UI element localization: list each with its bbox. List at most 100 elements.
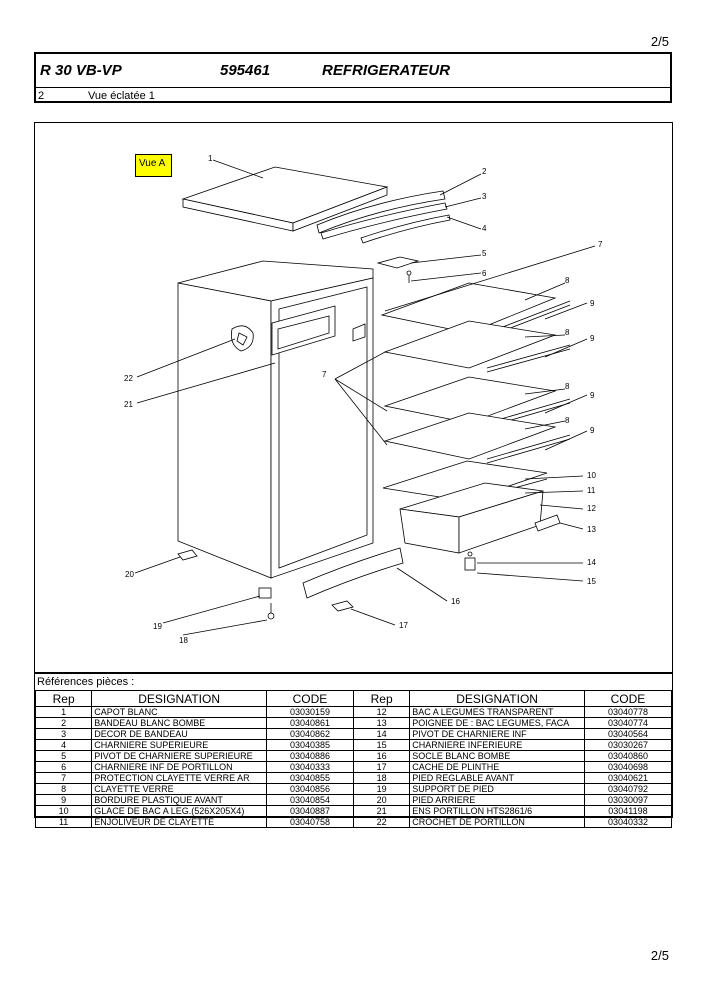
cell-designation: CHARNIERE INF DE PORTILLON (91, 761, 267, 773)
cell-designation: DECOR DE BANDEAU (91, 728, 267, 740)
cell-code: 03040887 (265, 805, 355, 817)
cell-rep: 6 (34, 761, 93, 773)
product-title: REFRIGERATEUR (322, 62, 451, 79)
cell-rep: 3 (34, 728, 93, 740)
cell-rep-2: 20 (352, 794, 411, 806)
cell-rep-2: 16 (352, 750, 411, 762)
cell-designation: CLAYETTE VERRE (91, 783, 267, 795)
parts-reference-section: Références pièces : Rep DESIGNATION CODE… (34, 673, 673, 828)
cell-code: 03040862 (265, 728, 355, 740)
svg-text:7: 7 (322, 370, 327, 379)
cell-designation: CAPOT BLANC (91, 706, 267, 718)
cell-designation: GLACE DE BAC A LEG.(526X205X4) (91, 805, 267, 817)
cell-code: 03040333 (265, 761, 355, 773)
parts-table: Rep DESIGNATION CODE Rep DESIGNATION COD… (34, 690, 673, 828)
svg-text:13: 13 (587, 525, 596, 534)
cell-designation-2: POIGNEE DE : BAC LEGUMES, FACA (409, 717, 585, 729)
view-a-label: Vue A (135, 154, 172, 177)
col-header-rep-2: Rep (352, 690, 411, 707)
svg-text:9: 9 (590, 426, 595, 435)
svg-text:9: 9 (590, 299, 595, 308)
svg-text:15: 15 (587, 577, 596, 586)
svg-text:3: 3 (482, 192, 487, 201)
cell-code-2: 03040698 (583, 761, 673, 773)
product-code: 595461 (220, 62, 271, 79)
cell-designation-2: CROCHET DE PORTILLON (409, 816, 585, 828)
cell-designation-2: BAC A LEGUMES TRANSPARENT (409, 706, 585, 718)
cell-rep: 9 (34, 794, 93, 806)
cell-designation: ENJOLIVEUR DE CLAYETTE (91, 816, 267, 828)
svg-text:20: 20 (125, 570, 134, 579)
svg-text:2: 2 (482, 167, 487, 176)
svg-text:18: 18 (179, 636, 188, 645)
cell-designation: PIVOT DE CHARNIERE SUPERIEURE (91, 750, 267, 762)
cell-designation-2: PIED ARRIERE (409, 794, 585, 806)
svg-text:6: 6 (482, 269, 487, 278)
cell-code-2: 03030097 (583, 794, 673, 806)
cell-designation-2: SUPPORT DE PIED (409, 783, 585, 795)
cell-rep-2: 17 (352, 761, 411, 773)
cell-rep: 10 (34, 805, 93, 817)
svg-text:8: 8 (565, 382, 570, 391)
cell-code: 03040861 (265, 717, 355, 729)
cell-rep-2: 12 (352, 706, 411, 718)
references-title: Références pièces : (37, 676, 135, 688)
cell-code: 03040854 (265, 794, 355, 806)
page-number-top: 2/5 (650, 34, 669, 49)
cell-designation-2: CACHE DE PLINTHE (409, 761, 585, 773)
cell-rep: 1 (34, 706, 93, 718)
cell-code: 03040385 (265, 739, 355, 751)
cell-code-2: 03040564 (583, 728, 673, 740)
svg-text:12: 12 (587, 504, 596, 513)
cell-code-2: 03040778 (583, 706, 673, 718)
cell-rep-2: 21 (352, 805, 411, 817)
svg-text:21: 21 (124, 400, 133, 409)
cell-code: 03040886 (265, 750, 355, 762)
model-name: R 30 VB-VP (40, 62, 122, 79)
cell-rep: 11 (34, 816, 93, 828)
cell-rep: 8 (34, 783, 93, 795)
cell-code-2: 03040774 (583, 717, 673, 729)
cell-code: 03040855 (265, 772, 355, 784)
svg-text:14: 14 (587, 558, 596, 567)
svg-text:8: 8 (565, 416, 570, 425)
cell-designation: CHARNIERE SUPERIEURE (91, 739, 267, 751)
cell-code-2: 03041198 (583, 805, 673, 817)
cell-rep-2: 19 (352, 783, 411, 795)
exploded-view-drawing: 1 2 3 4 5 6 7 8 9 8 9 8 9 8 9 10 11 12 1… (34, 122, 673, 673)
col-header-designation-2: DESIGNATION (409, 690, 585, 707)
svg-text:5: 5 (482, 249, 487, 258)
cell-designation: BANDEAU BLANC BOMBE (91, 717, 267, 729)
cell-code: 03040758 (265, 816, 355, 828)
exploded-view-illustration: 1 2 3 4 5 6 7 8 9 8 9 8 9 8 9 10 11 12 1… (124, 154, 603, 645)
cell-code: 03040856 (265, 783, 355, 795)
cell-designation-2: PIED REGLABLE AVANT (409, 772, 585, 784)
cell-designation-2: CHARNIERE INFERIEURE (409, 739, 585, 751)
cell-rep-2: 18 (352, 772, 411, 784)
col-header-code: CODE (265, 690, 355, 707)
col-header-designation: DESIGNATION (91, 690, 267, 707)
svg-text:19: 19 (153, 622, 162, 631)
cell-code-2: 03040621 (583, 772, 673, 784)
section-number: 2 (38, 90, 45, 102)
cell-code: 03030159 (265, 706, 355, 718)
cell-rep-2: 13 (352, 717, 411, 729)
svg-text:22: 22 (124, 374, 133, 383)
cell-rep-2: 14 (352, 728, 411, 740)
cell-code-2: 03040860 (583, 750, 673, 762)
svg-text:9: 9 (590, 391, 595, 400)
cell-rep: 7 (34, 772, 93, 784)
svg-text:9: 9 (590, 334, 595, 343)
svg-text:7: 7 (598, 240, 603, 249)
section-label: Vue éclatée 1 (88, 90, 155, 102)
cell-rep-2: 22 (352, 816, 411, 828)
